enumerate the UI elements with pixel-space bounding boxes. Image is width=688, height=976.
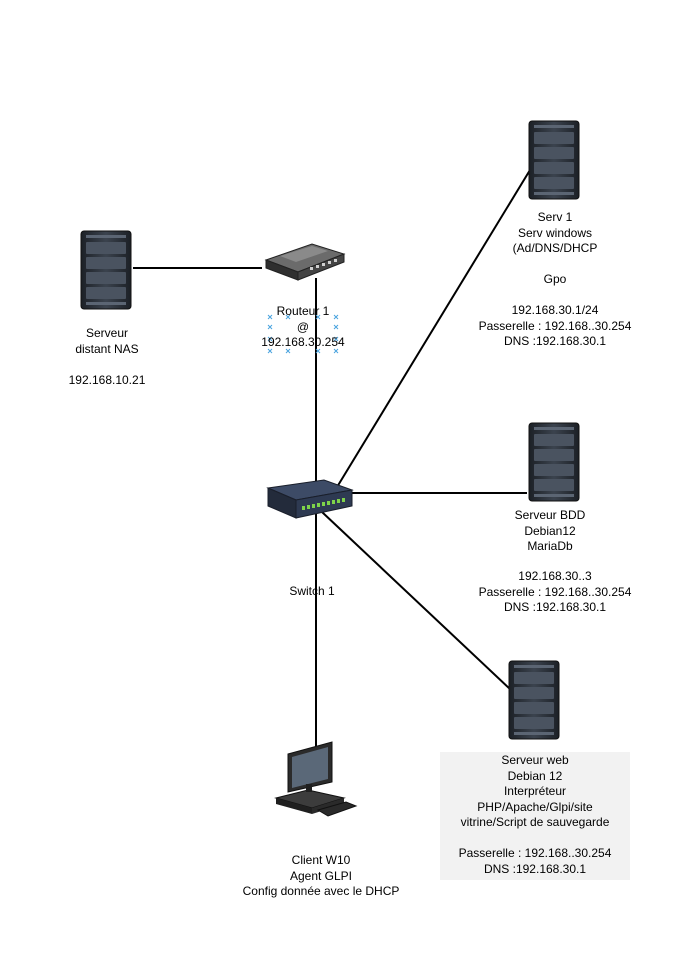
serv1-label: Serv 1 Serv windows (Ad/DNS/DHCP Gpo 192… [455,210,655,350]
server-tower-icon[interactable] [527,422,581,502]
nas-label-line [52,357,162,373]
serv1-label-line [455,257,655,273]
web-gateway: Passerelle : 192.168..30.254 [458,846,612,860]
web-label-line: vitrine/Script de sauvegarde [460,815,610,829]
client-label: Client W10 Agent GLPI Config donnée avec… [221,853,421,900]
server-tower-icon[interactable] [79,230,133,310]
link-switch-serv1 [333,169,531,493]
web-label-line [440,831,630,847]
switch-label: Switch 1 [262,584,362,600]
client-label-line: Agent GLPI [289,868,353,883]
web-name: Serveur web [501,753,569,767]
serv1-label-line: Gpo [543,272,567,286]
nas-label-line: Serveur [85,326,129,340]
serv1-label-line: Serv windows [517,225,593,240]
server-tower-icon[interactable] [507,660,561,740]
bdd-label-line: Debian12 [524,523,576,538]
bdd-gateway: Passerelle : 192.168..30.254 [478,584,632,599]
bdd-name: Serveur BDD [514,508,586,522]
switch-name: Switch 1 [289,584,335,598]
serv1-dns: DNS :192.168.30.1 [503,334,607,348]
router-name: Routeur 1 [276,304,330,318]
serv1-gateway: Passerelle : 192.168..30.254 [478,318,632,333]
serv1-label-line [455,288,655,304]
link-switch-web [321,511,512,691]
client-name: Client W10 [291,853,351,867]
router-icon[interactable] [260,240,348,284]
web-dns: DNS :192.168.30.1 [483,861,587,876]
web-label-line: PHP/Apache/Glpi/site [477,799,593,814]
web-label-line: Interpréteur [503,784,567,798]
serv1-ip: 192.168.30.1/24 [511,303,599,317]
desktop-computer-icon[interactable] [274,740,358,820]
bdd-dns: DNS :192.168.30.1 [503,600,607,614]
network-switch-icon[interactable] [266,478,356,522]
router-label: Routeur 1 @ 192.168.30.254 [243,304,363,351]
bdd-label: Serveur BDD Debian12 MariaDb [490,508,610,555]
web-label: Serveur web Debian 12 Interpréteur PHP/A… [440,752,630,880]
bdd-label-line: MariaDb [527,539,573,553]
client-label-line: Config donnée avec le DHCP [242,884,400,898]
nas-label: Serveur distant NAS 192.168.10.21 [52,326,162,388]
router-label-line: @ [296,319,310,334]
nas-label-line: distant NAS [75,341,139,356]
bdd-ip: 192.168.30..3 [518,569,592,583]
serv1-name: Serv 1 [537,210,573,224]
bdd-net-label: 192.168.30..3 Passerelle : 192.168..30.2… [455,569,655,616]
server-tower-icon[interactable] [527,120,581,200]
nas-ip: 192.168.10.21 [68,372,146,387]
serv1-label-line: (Ad/DNS/DHCP [512,241,598,255]
router-ip: 192.168.30.254 [261,335,345,349]
web-label-line: Debian 12 [507,768,563,783]
